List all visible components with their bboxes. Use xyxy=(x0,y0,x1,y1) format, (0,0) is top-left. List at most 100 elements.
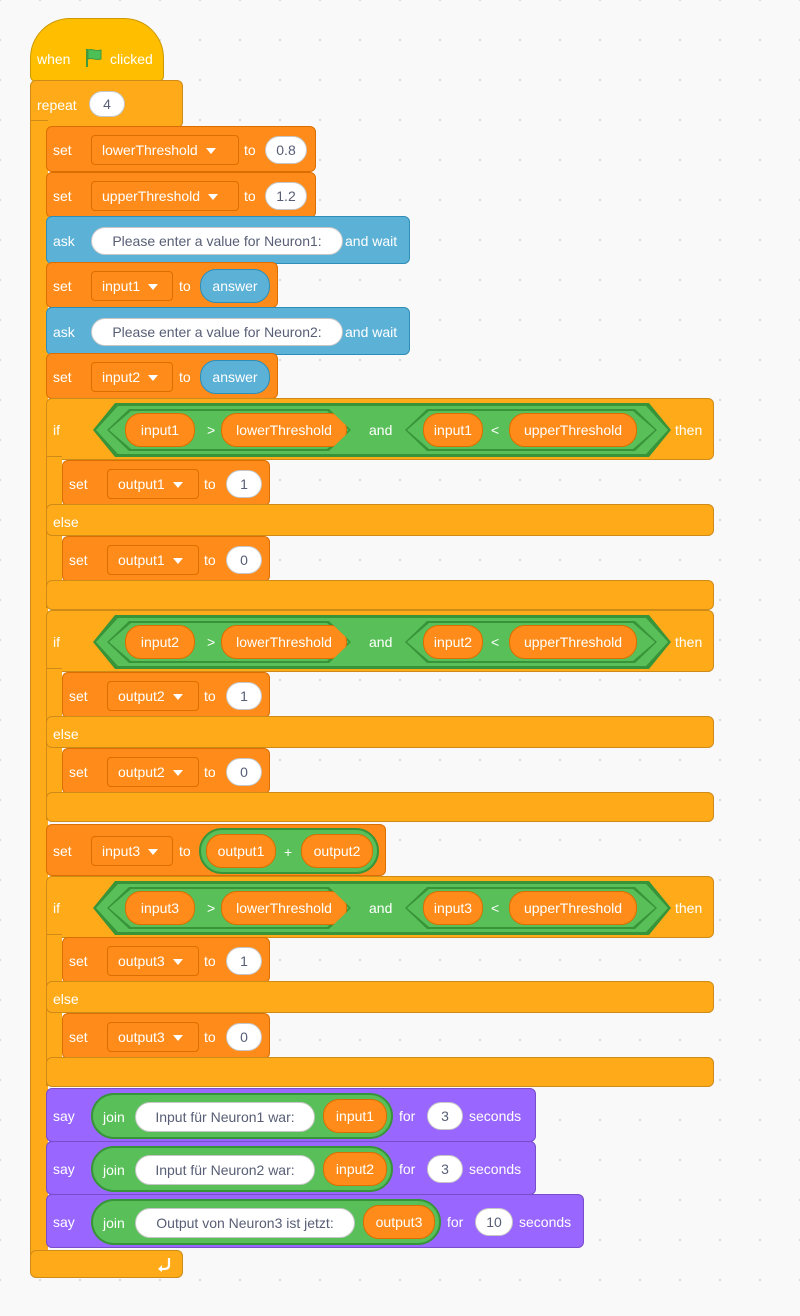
repeat-block-top[interactable]: repeat 4 xyxy=(30,80,183,128)
set-input2-block[interactable]: set input2 to answer xyxy=(46,353,278,399)
seconds-input[interactable]: 10 xyxy=(475,1208,513,1236)
for-label: for xyxy=(399,1161,416,1177)
question-input[interactable]: Please enter a value for Neuron1: xyxy=(91,227,343,255)
set-output3-zero-block[interactable]: set output3 to 0 xyxy=(62,1013,270,1059)
lower-threshold-reporter[interactable]: lowerThreshold xyxy=(221,625,347,659)
value-input[interactable]: 0.8 xyxy=(265,136,307,164)
plus-operator[interactable]: output1 + output2 xyxy=(199,828,379,874)
variable-dropdown[interactable]: output3 xyxy=(107,946,199,976)
ask-neuron2-block[interactable]: ask Please enter a value for Neuron2: an… xyxy=(46,307,410,355)
input2-reporter[interactable]: input2 xyxy=(423,625,483,659)
input1-reporter[interactable]: input1 xyxy=(125,413,195,447)
input3-reporter[interactable]: input3 xyxy=(125,891,195,925)
set-output1-zero-block[interactable]: set output1 to 0 xyxy=(62,536,270,582)
variable-dropdown[interactable]: output1 xyxy=(107,469,199,499)
seconds-label: seconds xyxy=(469,1161,522,1177)
set-output2-one-block[interactable]: set output2 to 1 xyxy=(62,672,270,718)
upper-threshold-reporter[interactable]: upperThreshold xyxy=(509,625,637,659)
and-operator[interactable]: input1 > lowerThreshold and input1 < upp… xyxy=(93,403,671,457)
set-input1-block[interactable]: set input1 to answer xyxy=(46,262,278,308)
set-label: set xyxy=(53,278,72,294)
variable-dropdown[interactable]: input3 xyxy=(91,836,173,866)
say-output3-block[interactable]: say join Output von Neuron3 ist jetzt: o… xyxy=(46,1194,584,1248)
say-label: say xyxy=(53,1161,75,1177)
value-input[interactable]: 0 xyxy=(226,546,262,574)
variable-dropdown[interactable]: input1 xyxy=(91,271,173,301)
say-input1-block[interactable]: say join Input für Neuron1 war: input1 f… xyxy=(46,1088,536,1142)
less-than-operator[interactable]: input1 < upperThreshold xyxy=(405,409,657,451)
value-input[interactable]: 0 xyxy=(226,1023,262,1051)
input1-reporter[interactable]: input1 xyxy=(323,1099,387,1133)
and-operator[interactable]: input2 > lowerThreshold and input2 < upp… xyxy=(93,615,671,669)
less-than-operator[interactable]: input3 < upperThreshold xyxy=(405,887,657,929)
if-else-block-1[interactable]: if input1 > lowerThreshold and input1 < … xyxy=(46,398,714,460)
answer-reporter[interactable]: answer xyxy=(200,269,270,303)
seconds-input[interactable]: 3 xyxy=(427,1102,463,1130)
if-else-block-2[interactable]: if input2 > lowerThreshold and input2 < … xyxy=(46,610,714,672)
to-label: to xyxy=(179,278,191,294)
lower-threshold-reporter[interactable]: lowerThreshold xyxy=(221,413,347,447)
value-input[interactable]: 1 xyxy=(226,470,262,498)
variable-dropdown[interactable]: output2 xyxy=(107,681,199,711)
set-output2-zero-block[interactable]: set output2 to 0 xyxy=(62,748,270,794)
and-label: and xyxy=(369,900,393,916)
if-label: if xyxy=(53,900,60,916)
repeat-label: repeat xyxy=(37,97,77,113)
input2-reporter[interactable]: input2 xyxy=(323,1152,387,1186)
set-output3-one-block[interactable]: set output3 to 1 xyxy=(62,937,270,983)
set-label: set xyxy=(69,764,88,780)
value-input[interactable]: 1 xyxy=(226,947,262,975)
join-text-input[interactable]: Output von Neuron3 ist jetzt: xyxy=(135,1208,355,1238)
value-input[interactable]: 1 xyxy=(226,682,262,710)
input2-reporter[interactable]: input2 xyxy=(125,625,195,659)
value-input[interactable]: 1.2 xyxy=(265,182,307,210)
variable-dropdown[interactable]: upperThreshold xyxy=(91,181,239,211)
seconds-input[interactable]: 3 xyxy=(427,1155,463,1183)
output3-reporter[interactable]: output3 xyxy=(363,1205,435,1239)
answer-reporter[interactable]: answer xyxy=(200,360,270,394)
repeat-count-input[interactable]: 4 xyxy=(89,91,125,117)
if-else-block-3[interactable]: if input3 > lowerThreshold and input3 < … xyxy=(46,876,714,938)
greater-than-operator[interactable]: input2 > lowerThreshold xyxy=(107,621,351,663)
set-lower-threshold-block[interactable]: set lowerThreshold to 0.8 xyxy=(46,126,316,172)
less-than-operator[interactable]: input2 < upperThreshold xyxy=(405,621,657,663)
value-input[interactable]: 0 xyxy=(226,758,262,786)
output1-reporter[interactable]: output1 xyxy=(206,834,276,868)
green-flag-icon xyxy=(86,48,102,67)
greater-than-operator[interactable]: input3 > lowerThreshold xyxy=(107,887,351,929)
variable-dropdown[interactable]: lowerThreshold xyxy=(91,135,239,165)
if-else-bottom-2 xyxy=(46,792,714,822)
variable-dropdown[interactable]: output3 xyxy=(107,1022,199,1052)
to-label: to xyxy=(179,369,191,385)
and-wait-label: and wait xyxy=(345,324,398,340)
to-label: to xyxy=(204,764,216,780)
upper-threshold-reporter[interactable]: upperThreshold xyxy=(509,413,637,447)
and-operator[interactable]: input3 > lowerThreshold and input3 < upp… xyxy=(93,881,671,935)
input1-reporter[interactable]: input1 xyxy=(423,413,483,447)
set-upper-threshold-block[interactable]: set upperThreshold to 1.2 xyxy=(46,172,316,218)
to-label: to xyxy=(204,552,216,568)
variable-dropdown[interactable]: output1 xyxy=(107,545,199,575)
join-text-input[interactable]: Input für Neuron2 war: xyxy=(135,1155,315,1185)
to-label: to xyxy=(244,142,256,158)
variable-dropdown[interactable]: output2 xyxy=(107,757,199,787)
plus-label: + xyxy=(284,844,293,860)
say-input2-block[interactable]: say join Input für Neuron2 war: input2 f… xyxy=(46,1141,536,1195)
ask-neuron1-block[interactable]: ask Please enter a value for Neuron1: an… xyxy=(46,216,410,264)
join-operator[interactable]: join Input für Neuron1 war: input1 xyxy=(91,1093,393,1139)
set-output1-one-block[interactable]: set output1 to 1 xyxy=(62,460,270,506)
set-label: set xyxy=(69,688,88,704)
when-flag-clicked-block[interactable]: when clicked xyxy=(30,18,164,82)
output2-reporter[interactable]: output2 xyxy=(301,834,373,868)
set-input3-block[interactable]: set input3 to output1 + output2 xyxy=(46,824,386,876)
set-label: set xyxy=(69,476,88,492)
greater-than-operator[interactable]: input1 > lowerThreshold xyxy=(107,409,351,451)
variable-dropdown[interactable]: input2 xyxy=(91,362,173,392)
input3-reporter[interactable]: input3 xyxy=(423,891,483,925)
join-text-input[interactable]: Input für Neuron1 war: xyxy=(135,1102,315,1132)
join-operator[interactable]: join Input für Neuron2 war: input2 xyxy=(91,1146,393,1192)
question-input[interactable]: Please enter a value for Neuron2: xyxy=(91,318,343,346)
upper-threshold-reporter[interactable]: upperThreshold xyxy=(509,891,637,925)
join-operator[interactable]: join Output von Neuron3 ist jetzt: outpu… xyxy=(91,1199,441,1245)
lower-threshold-reporter[interactable]: lowerThreshold xyxy=(221,891,347,925)
